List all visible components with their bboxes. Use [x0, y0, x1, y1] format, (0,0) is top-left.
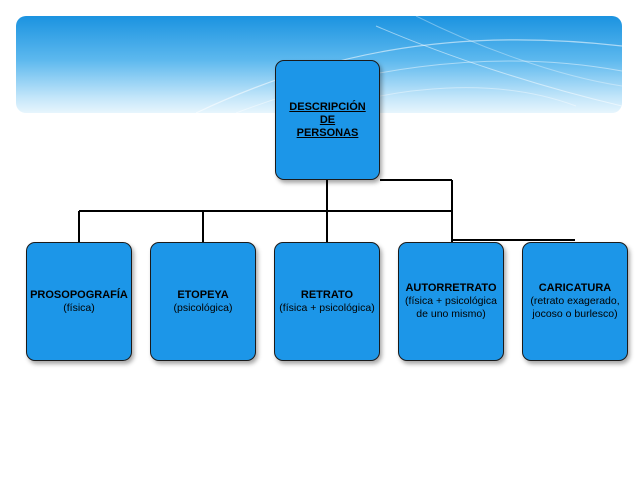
- node-caricatura: CARICATURA (retrato exagerado, jocoso o …: [522, 242, 628, 361]
- node-etopeya-subtitle: (psicológica): [173, 301, 233, 314]
- node-autorretrato-title: AUTORRETRATO: [405, 282, 497, 294]
- node-prosopografia-title: PROSOPOGRAFÍA: [30, 288, 128, 301]
- node-root-title: DESCRIPCIÓN DE PERSONAS: [289, 100, 366, 139]
- node-etopeya-title: ETOPEYA: [177, 288, 229, 301]
- node-retrato-subtitle: (física + psicológica): [279, 301, 375, 314]
- node-retrato: RETRATO (física + psicológica): [274, 242, 380, 361]
- node-etopeya: ETOPEYA (psicológica): [150, 242, 256, 361]
- node-descripcion-de-personas: DESCRIPCIÓN DE PERSONAS: [275, 60, 380, 180]
- node-autorretrato-subtitle: (física + psicológica de uno mismo): [405, 295, 497, 320]
- node-prosopografia: PROSOPOGRAFÍA (física): [26, 242, 132, 361]
- node-caricatura-subtitle: (retrato exagerado, jocoso o burlesco): [530, 295, 620, 320]
- node-autorretrato: AUTORRETRATO (física + psicológica de un…: [398, 242, 504, 361]
- node-prosopografia-subtitle: (física): [63, 301, 95, 314]
- node-caricatura-title: CARICATURA: [538, 282, 612, 294]
- node-retrato-title: RETRATO: [300, 288, 354, 301]
